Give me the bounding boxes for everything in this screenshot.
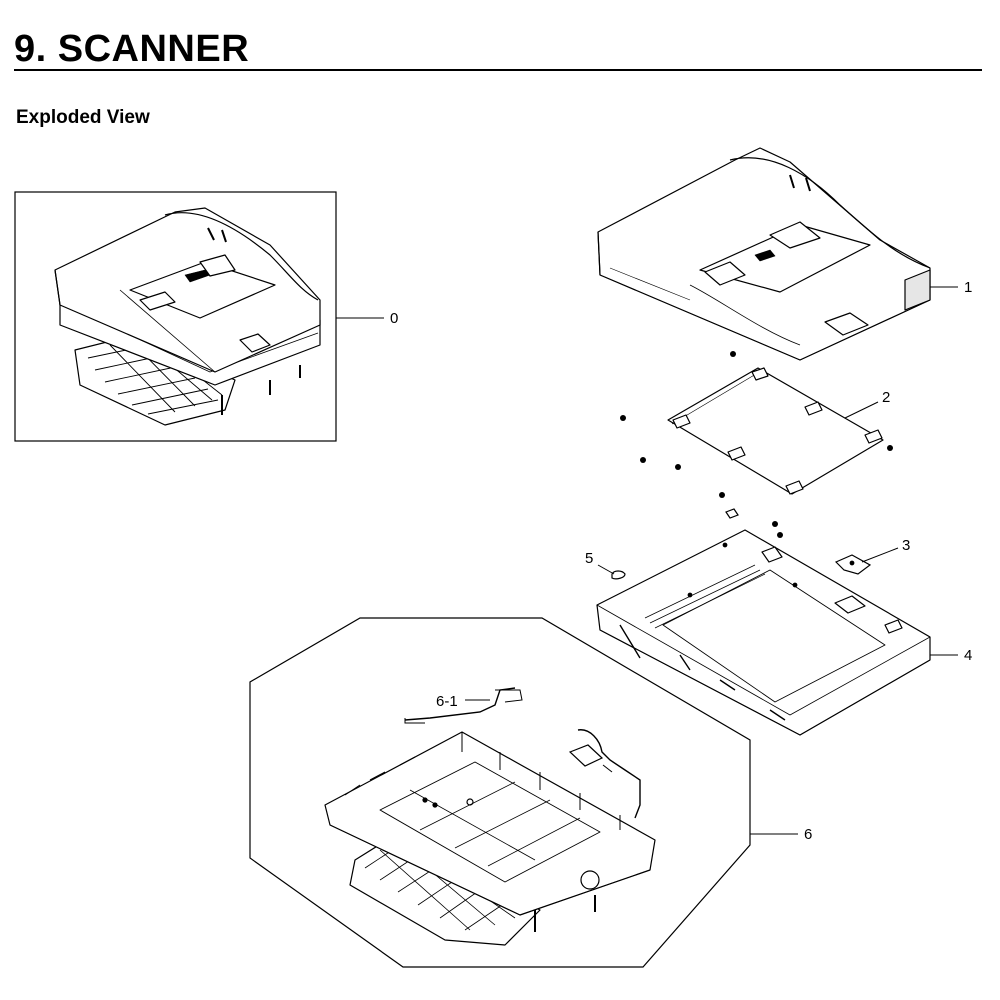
callout-3: 3 xyxy=(902,537,910,554)
page-title: 9. SCANNER xyxy=(14,28,250,70)
part-6-1-cable-harness xyxy=(404,687,641,819)
leader-3 xyxy=(861,547,899,563)
callout-5: 5 xyxy=(585,550,593,567)
part-4-scanner-frame xyxy=(596,529,931,736)
callout-6: 6 xyxy=(804,826,812,843)
section-title: Exploded View xyxy=(16,107,150,128)
assembly-inset-frame xyxy=(14,191,337,442)
part-6-lower-housing xyxy=(324,731,656,946)
leader-2 xyxy=(844,401,879,419)
screws-upper xyxy=(620,351,893,538)
part-3-bracket xyxy=(834,554,872,575)
callout-6-1: 6-1 xyxy=(436,693,458,710)
part-6-octagon-frame xyxy=(249,617,751,968)
callout-2: 2 xyxy=(882,389,890,406)
callout-4: 4 xyxy=(964,647,972,664)
part-5-knob xyxy=(611,570,626,580)
callout-1: 1 xyxy=(964,279,972,296)
part-2-platen-pad xyxy=(667,367,884,495)
part-small-clip xyxy=(725,508,739,519)
callout-0: 0 xyxy=(390,310,398,327)
title-divider xyxy=(14,69,982,71)
complete-scanner-assembly xyxy=(54,207,321,426)
part-1-adf-cover xyxy=(597,147,931,361)
leader-5 xyxy=(597,564,615,575)
